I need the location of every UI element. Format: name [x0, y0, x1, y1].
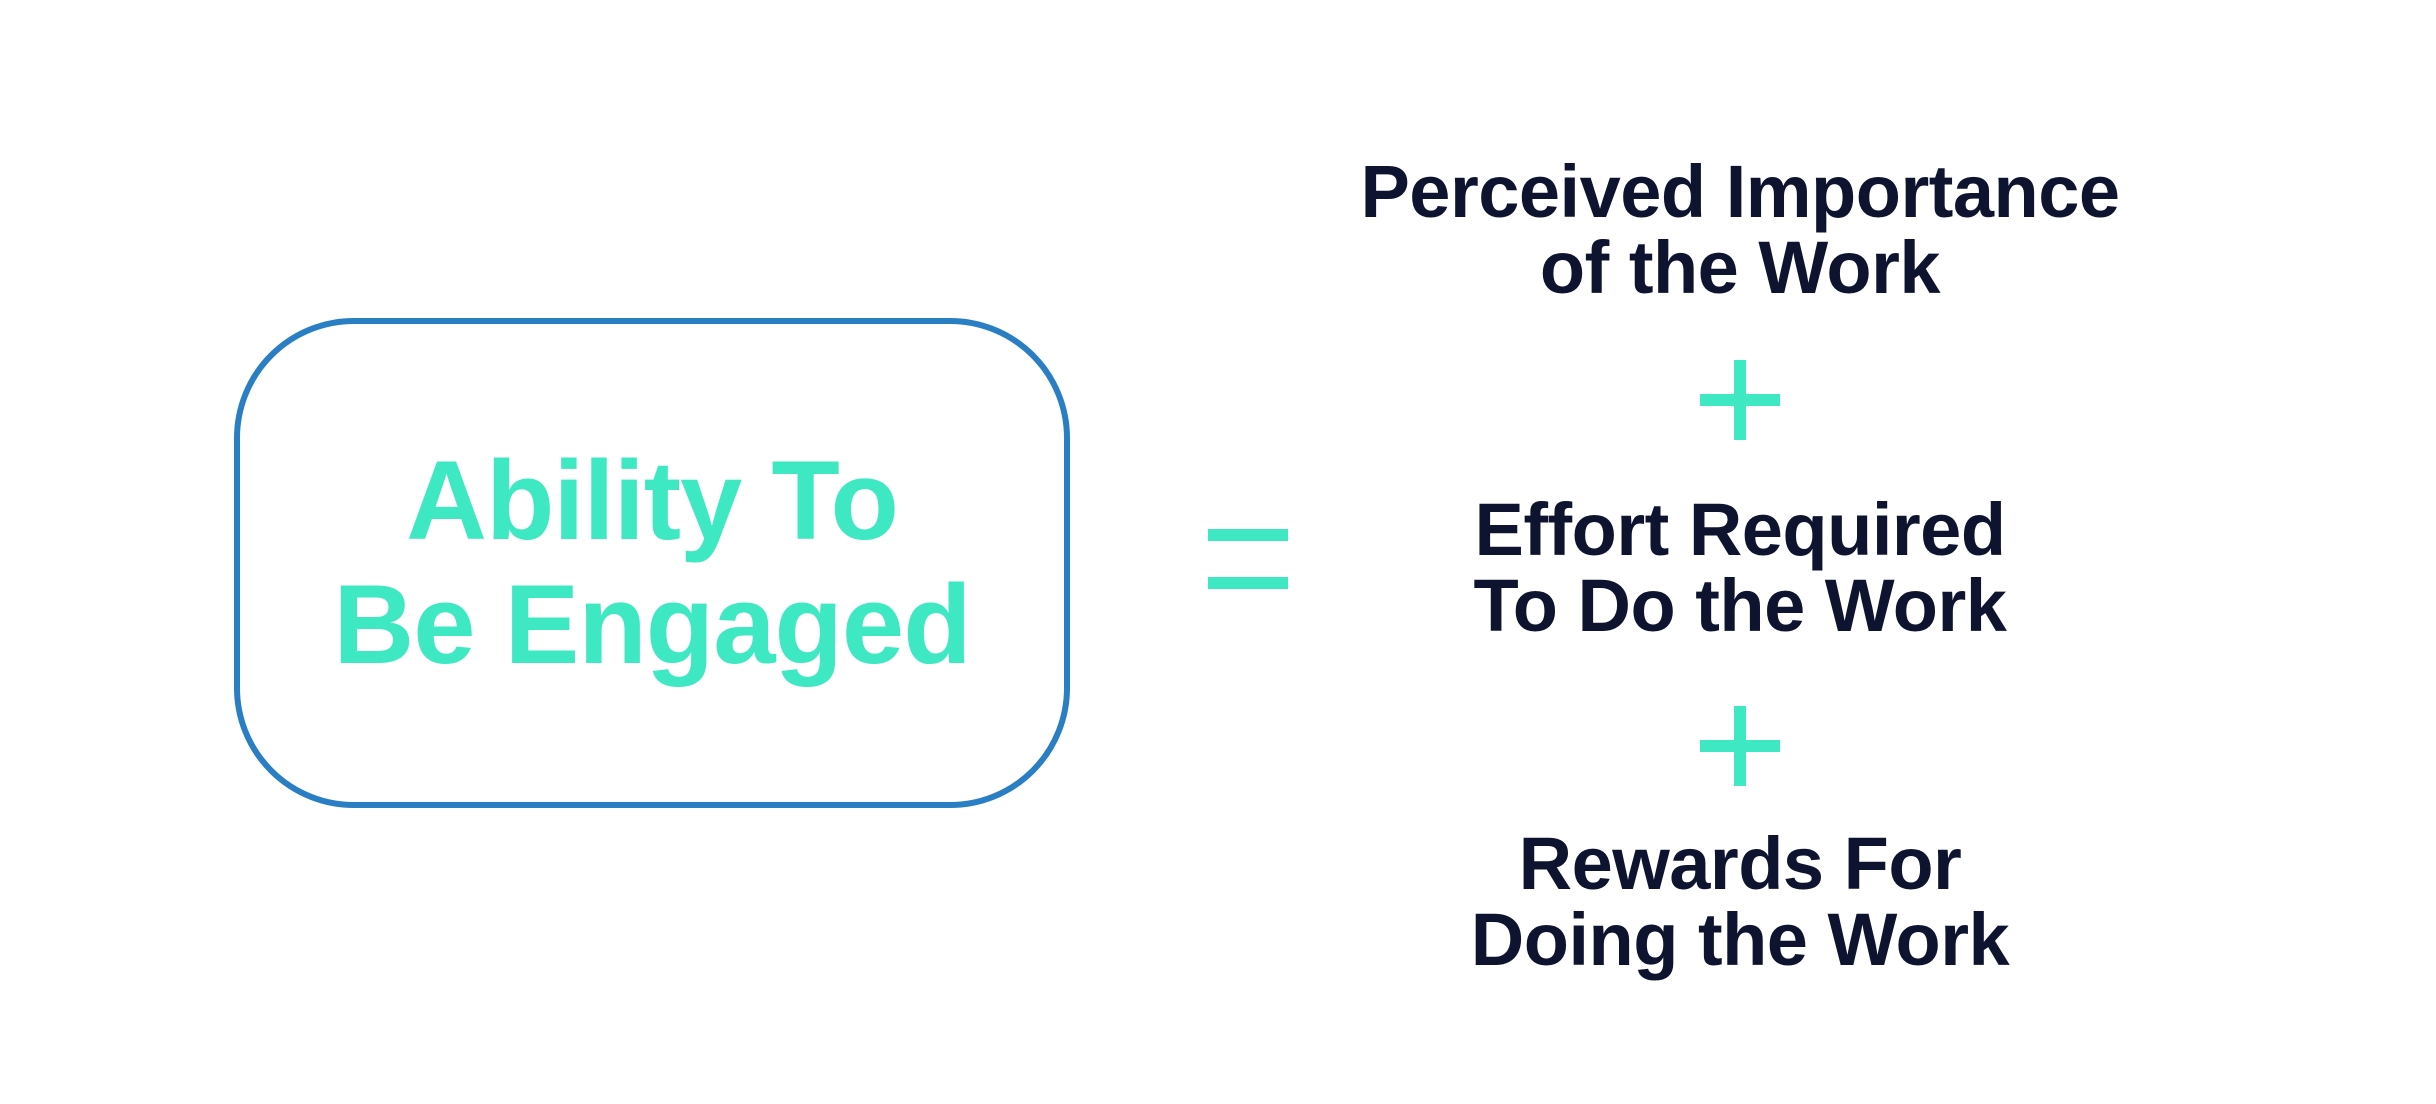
factor-effort-required: Effort Required To Do the Work [1250, 492, 2230, 644]
factor-label-line-2: of the Work [1539, 226, 1941, 309]
factor-label-line-2: To Do the Work [1473, 564, 2007, 647]
factor-label-line-1: Rewards For [1518, 822, 1962, 905]
equals-sign-icon [1208, 529, 1288, 589]
result-label-line-2: Be Engaged [333, 562, 971, 687]
result-box: Ability To Be Engaged [234, 318, 1070, 808]
factor-perceived-importance: Perceived Importance of the Work [1250, 154, 2230, 306]
plus-sign-icon [1700, 360, 1780, 440]
plus-sign-icon [1700, 706, 1780, 786]
factor-rewards: Rewards For Doing the Work [1250, 826, 2230, 978]
factor-label-line-1: Effort Required [1474, 488, 2006, 571]
result-label-line-1: Ability To [406, 438, 899, 563]
factor-label-line-2: Doing the Work [1470, 898, 2010, 981]
factor-label-line-1: Perceived Importance [1360, 150, 2120, 233]
